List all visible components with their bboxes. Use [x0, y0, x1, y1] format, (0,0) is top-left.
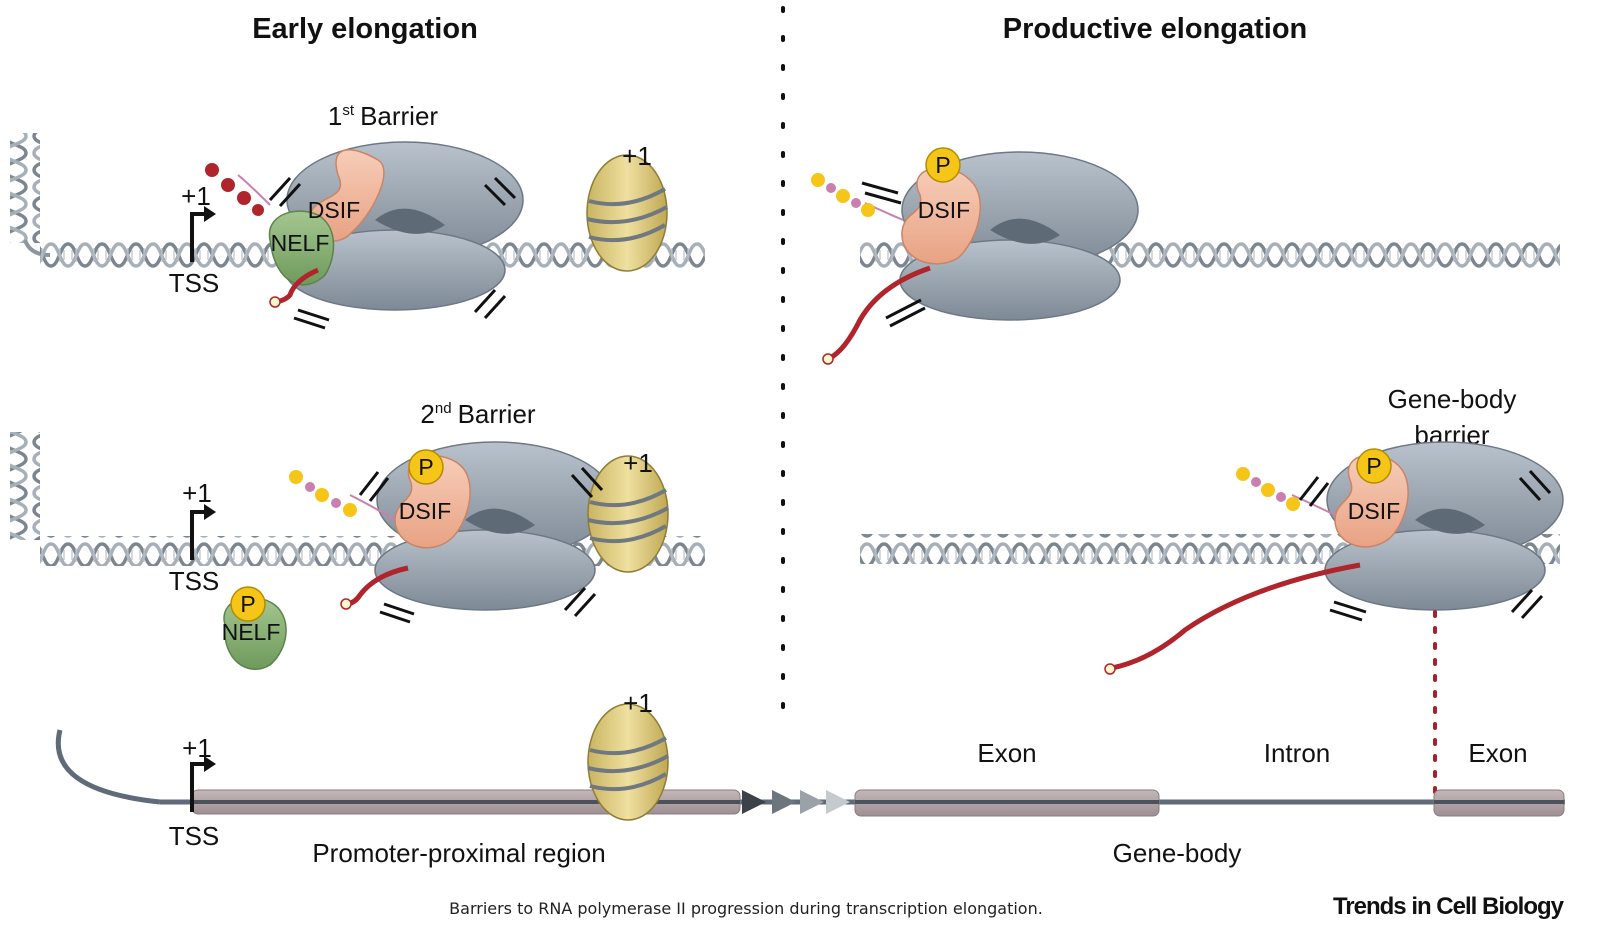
phospho-label: P — [418, 454, 433, 480]
exon-left-label: Exon — [977, 738, 1036, 768]
upstream-dna-line — [55, 729, 161, 805]
phosphate-icon — [1356, 448, 1392, 484]
nascent-rna — [1111, 562, 1361, 671]
nelf-label: NELF — [222, 619, 281, 645]
phospho-label: P — [1366, 453, 1381, 479]
nucleosome-plus-one-label: +1 — [623, 688, 653, 718]
ctd-bead — [315, 488, 329, 502]
ctd-bead — [1251, 477, 1261, 487]
nucleosome-plus-one-label: +1 — [622, 141, 652, 171]
ctd-bead — [1276, 492, 1286, 502]
dsif-label: DSIF — [1348, 498, 1400, 524]
tss-label: TSS — [169, 821, 220, 851]
gene-map: +1 +1 TSS Exon Intron Exon Promoter-prox… — [55, 688, 1565, 868]
dsif-label: DSIF — [918, 197, 970, 223]
phospho-label: P — [240, 591, 255, 617]
motion-marks — [358, 466, 604, 624]
journal-brand: Trends in Cell Biology — [1333, 893, 1565, 920]
ctd-bead — [305, 482, 315, 492]
phosphate-icon — [230, 586, 266, 622]
tss-label: TSS — [169, 268, 220, 298]
chevron-arrow-icon — [800, 790, 824, 814]
left-panel-title: Early elongation — [252, 13, 478, 45]
chevron-arrow-icon — [742, 790, 766, 814]
nelf-label: NELF — [271, 230, 330, 256]
plus-one-label: +1 — [182, 733, 212, 763]
phosphate-icon — [925, 147, 961, 183]
plus-one-label: +1 — [182, 478, 212, 508]
gene-body-label: Gene-body — [1113, 838, 1242, 868]
ctd-bead — [826, 183, 836, 193]
ctd-bead — [289, 470, 303, 484]
tss-label: TSS — [169, 566, 220, 596]
ctd-bead — [1261, 483, 1275, 497]
nucleosome-plus1 — [585, 153, 669, 273]
ctd-bead — [252, 204, 264, 216]
exon-right-label: Exon — [1468, 738, 1527, 768]
ctd-bead — [1236, 467, 1250, 481]
nucleosome-plus1 — [586, 702, 670, 822]
right-panel-title: Productive elongation — [1003, 13, 1308, 45]
phosphate-icon — [408, 449, 444, 485]
ctd-bead — [851, 198, 861, 208]
productive-elongation-scene: P DSIF — [811, 147, 1560, 365]
ctd-bead — [331, 498, 341, 508]
nelf-protein — [268, 210, 335, 286]
gene-body-barrier-title-line1: Gene-body — [1388, 384, 1517, 414]
promoter-region-label: Promoter-proximal region — [312, 838, 605, 868]
figure-caption: Barriers to RNA polymerase II progressio… — [449, 899, 1043, 918]
nascent-rna — [275, 267, 320, 305]
ctd-bead — [836, 189, 850, 203]
ctd-bead — [237, 191, 251, 205]
nucleosome-plus-one-label: +1 — [623, 448, 653, 478]
dsif-label: DSIF — [308, 197, 360, 223]
dsif-protein — [308, 149, 385, 242]
ctd-bead — [343, 503, 357, 517]
gene-body-barrier-scene: Gene-body barrier P DSIF — [860, 384, 1564, 802]
dna-strand — [10, 432, 40, 540]
ctd-bead — [205, 163, 219, 177]
chevron-arrow-icon — [826, 790, 850, 814]
ctd-bead — [811, 173, 825, 187]
ctd-bead — [221, 178, 235, 192]
dna-strand — [10, 133, 40, 243]
motion-marks — [268, 176, 517, 330]
ctd-bead — [861, 203, 875, 217]
plus-one-label: +1 — [181, 181, 211, 211]
nascent-rna — [828, 265, 931, 361]
dsif-label: DSIF — [399, 498, 451, 524]
chevron-arrow-icon — [772, 790, 796, 814]
intron-label: Intron — [1264, 738, 1331, 768]
ctd-bead — [1286, 497, 1300, 511]
phospho-label: P — [935, 152, 950, 178]
motion-marks — [861, 181, 926, 328]
motion-marks — [1298, 469, 1552, 622]
